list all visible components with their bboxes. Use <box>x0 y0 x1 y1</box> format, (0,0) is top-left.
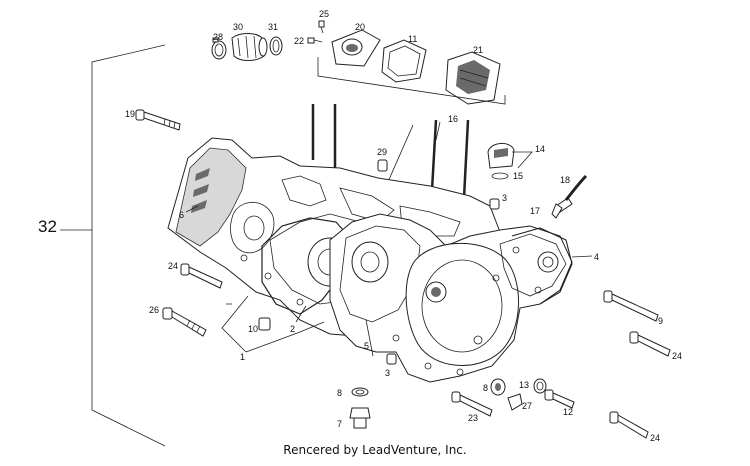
part-crankcase-right <box>329 213 573 383</box>
part-dowel-3-upper <box>489 198 500 210</box>
callout-6: 6 <box>179 210 184 220</box>
callout-16: 16 <box>448 114 458 124</box>
callout-7: 7 <box>337 419 342 429</box>
callout-14: 14 <box>535 144 545 154</box>
part-bolt-26 <box>162 307 207 337</box>
part-bolt-19 <box>135 109 181 131</box>
assembly-bracket-32 <box>60 44 166 447</box>
part-breather-17-18 <box>551 174 588 219</box>
callout-labels: 25 20 30 31 28 22 11 21 19 16 14 29 15 1… <box>38 9 682 443</box>
part-plug-27 <box>507 393 523 411</box>
part-clamp-28 <box>211 37 227 60</box>
callout-13: 13 <box>519 380 529 390</box>
callout-12: 12 <box>563 407 573 417</box>
callout-28: 28 <box>213 32 223 42</box>
render-credit: Rencered by LeadVenture, Inc. <box>283 443 466 457</box>
part-dowel-29 <box>377 159 388 172</box>
part-bolt-24-right-low <box>609 411 649 439</box>
part-filler-cap-14 <box>487 143 515 180</box>
callout-4: 4 <box>594 252 599 262</box>
part-washer-13 <box>533 378 547 394</box>
callout-8-left: 8 <box>337 388 342 398</box>
callout-19: 19 <box>125 109 135 119</box>
callout-29: 29 <box>377 147 387 157</box>
part-bolt-12 <box>544 389 575 409</box>
callout-2: 2 <box>290 324 295 334</box>
part-drain-plug-7 <box>349 387 371 429</box>
callout-27: 27 <box>522 401 532 411</box>
callout-20: 20 <box>355 22 365 32</box>
callout-3-upper: 3 <box>502 193 507 203</box>
callout-25: 25 <box>319 9 329 19</box>
callout-24-left: 24 <box>168 261 178 271</box>
part-screw-22 <box>307 37 323 44</box>
part-reed-valve-21 <box>445 51 501 105</box>
callout-9: 9 <box>658 316 663 326</box>
part-dowel-10 <box>258 317 271 331</box>
part-washer-8-right <box>490 378 506 396</box>
callout-1: 1 <box>240 352 245 362</box>
callout-11: 11 <box>408 34 417 44</box>
part-screw-25 <box>318 20 325 34</box>
part-bolt-23 <box>451 391 493 417</box>
callout-32: 32 <box>38 217 57 236</box>
callout-3-lower: 3 <box>385 368 390 378</box>
callout-21: 21 <box>473 45 483 55</box>
callout-15: 15 <box>513 171 523 181</box>
callout-18: 18 <box>560 175 570 185</box>
part-gasket-11 <box>381 39 427 83</box>
callout-23: 23 <box>468 413 478 423</box>
callout-22: 22 <box>294 36 304 46</box>
part-bolt-24-left <box>180 263 223 289</box>
callout-26: 26 <box>149 305 159 315</box>
part-studs-16 <box>311 104 470 199</box>
part-bolt-9 <box>603 290 659 322</box>
callout-30: 30 <box>233 22 243 32</box>
part-intake-boot-30 <box>231 33 268 61</box>
part-clamp-31 <box>269 36 283 56</box>
callout-5: 5 <box>364 341 369 351</box>
part-dowel-3-lower <box>386 353 397 365</box>
callout-17: 17 <box>530 206 540 216</box>
callout-8-right: 8 <box>483 383 488 393</box>
callout-24-right-low: 24 <box>650 433 660 443</box>
part-gasket-4 <box>511 227 573 305</box>
part-bolt-24-right-mid <box>629 331 671 357</box>
part-manifold-20 <box>331 29 381 67</box>
callout-24-right-mid: 24 <box>672 351 682 361</box>
callout-31: 31 <box>268 22 278 32</box>
callout-10: 10 <box>248 324 258 334</box>
